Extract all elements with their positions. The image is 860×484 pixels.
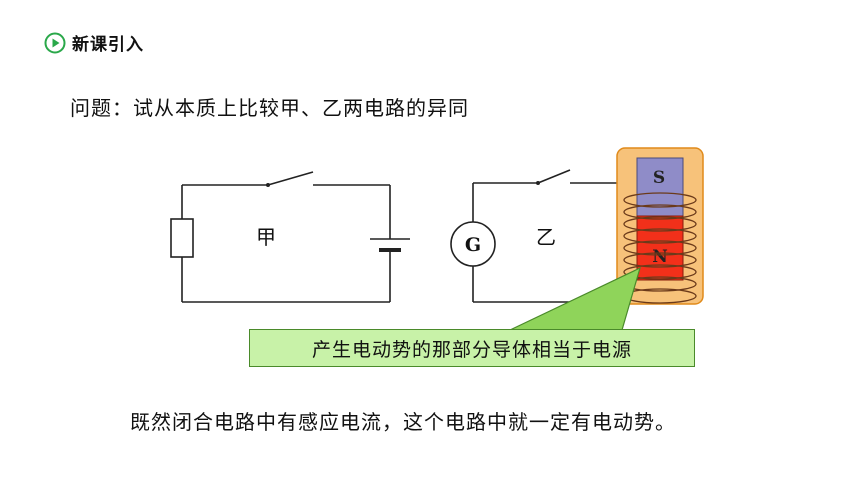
section-header: 新课引入 [44, 30, 144, 55]
switch-pivot [536, 181, 540, 185]
switch-blade [267, 171, 314, 186]
coil-turn [623, 228, 697, 244]
coil-turn [623, 216, 697, 232]
callout-pointer [509, 266, 641, 331]
coil-turn [623, 204, 697, 220]
coil-turn [623, 192, 697, 208]
circuit-b-label: 乙 [536, 225, 556, 249]
switch-pivot [266, 183, 270, 187]
coil-turn [623, 264, 697, 280]
play-icon [44, 32, 66, 53]
switch-blade [537, 169, 571, 184]
magnet-s-label: S [653, 168, 665, 188]
section-title: 新课引入 [72, 35, 144, 55]
resistor [170, 218, 194, 258]
magnet-north-half [636, 215, 684, 281]
circuit-a [170, 171, 410, 303]
circuit-a-label: 甲 [256, 225, 276, 249]
question-text: 问题：试从本质上比较甲、乙两电路的异同 [70, 96, 469, 120]
coil-turn [623, 252, 697, 268]
coil-turn [623, 240, 697, 256]
galvanometer-label: G [465, 234, 481, 256]
galvanometer [450, 221, 496, 267]
conclusion-text: 既然闭合电路中有感应电流，这个电路中就一定有电动势。 [130, 410, 676, 434]
magnet-n-label: N [652, 247, 668, 267]
callout-box: 产生电动势的那部分导体相当于电源 [249, 329, 695, 367]
